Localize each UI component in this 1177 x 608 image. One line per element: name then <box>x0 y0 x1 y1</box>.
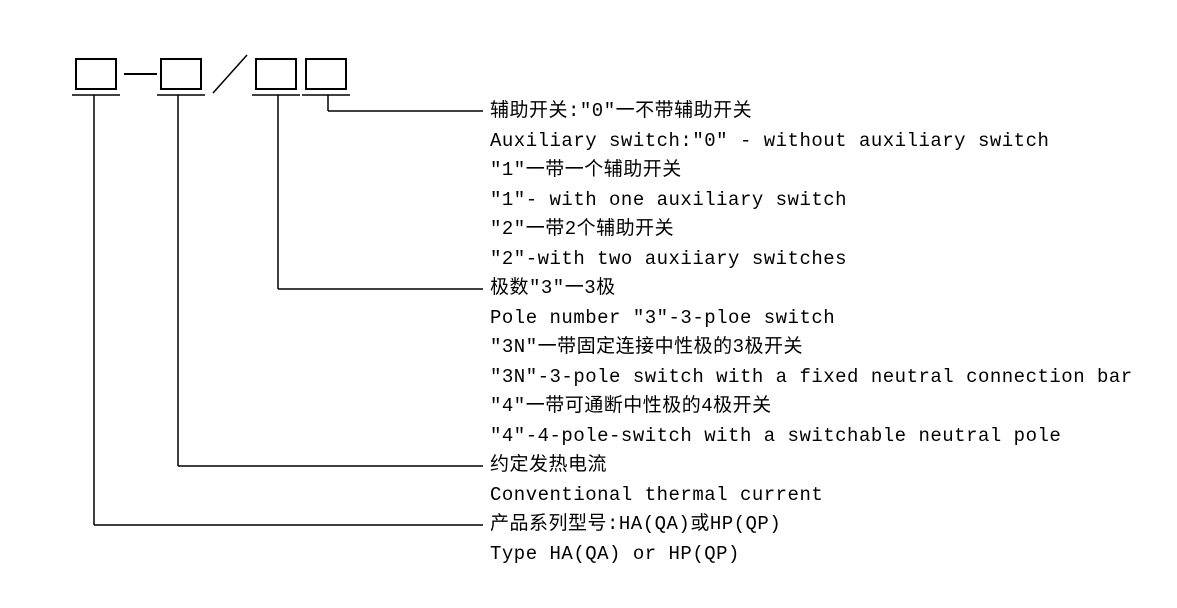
label-pole-4-en: "4"-4-pole-switch with a switchable neut… <box>490 424 1062 447</box>
label-thermal-current-zh: 约定发热电流 <box>490 454 608 476</box>
label-pole-3n-zh: "3N"一带固定连接中性极的3极开关 <box>490 336 804 358</box>
label-pole-4-zh: "4"一带可通断中性极的4极开关 <box>490 395 772 417</box>
label-pole-number-en: Pole number "3"-3-ploe switch <box>490 306 836 329</box>
label-aux-two-en: "2"-with two auxiiary switches <box>490 247 848 270</box>
label-aux-switch-en: Auxiliary switch:"0" - without auxiliary… <box>490 129 1050 152</box>
label-aux-one-zh: "1"一带一个辅助开关 <box>490 159 682 181</box>
label-aux-one-en: "1"- with one auxiliary switch <box>490 188 848 211</box>
label-aux-two-zh: "2"一带2个辅助开关 <box>490 218 675 240</box>
label-pole-number-zh: 极数"3"一3极 <box>490 277 616 299</box>
designation-box-1 <box>75 58 117 90</box>
designation-box-3 <box>255 58 297 90</box>
label-thermal-current-en: Conventional thermal current <box>490 483 824 506</box>
designation-box-2 <box>160 58 202 90</box>
slash-separator <box>212 54 248 94</box>
label-product-series-en: Type HA(QA) or HP(QP) <box>490 542 740 565</box>
label-column: 辅助开关:"0"一不带辅助开关 Auxiliary switch:"0" - w… <box>490 97 1133 569</box>
label-product-series-zh: 产品系列型号:HA(QA)或HP(QP) <box>490 513 782 535</box>
label-aux-switch-zh: 辅助开关:"0"一不带辅助开关 <box>490 100 753 122</box>
label-pole-3n-en: "3N"-3-pole switch with a fixed neutral … <box>490 365 1133 388</box>
designation-box-4 <box>305 58 347 90</box>
